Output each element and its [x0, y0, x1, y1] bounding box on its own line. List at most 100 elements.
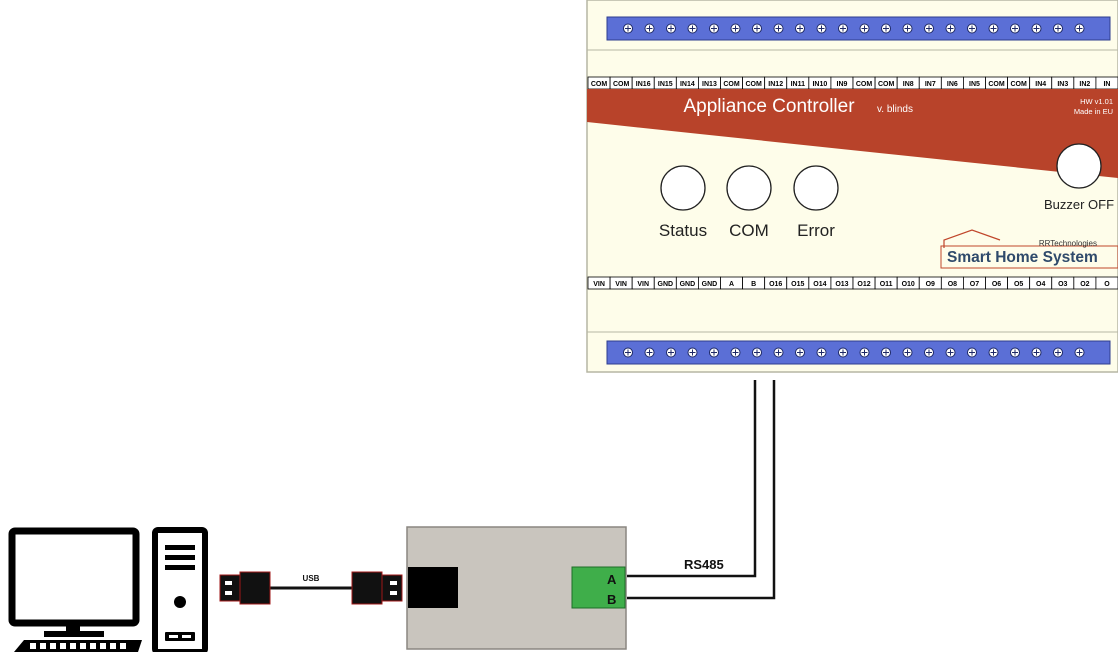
pc-tower-icon	[152, 527, 208, 655]
keyboard-icon	[14, 640, 142, 652]
top-terminal-label-text: IN14	[680, 81, 695, 88]
top-terminal-screw-icon	[687, 23, 698, 34]
brand-company: RRTechnologies	[1039, 239, 1097, 248]
bottom-terminal-screw-icon	[709, 347, 719, 358]
bottom-terminal-screw-icon	[1010, 347, 1020, 358]
bottom-terminal-screws	[623, 347, 1085, 358]
controller-title: Appliance Controller	[683, 96, 855, 117]
top-terminal-screw-icon	[795, 23, 805, 34]
bottom-terminal-label-text: O5	[1014, 281, 1023, 288]
usb-rs485-converter: A B	[406, 526, 627, 650]
top-terminal-label-text: IN3	[1057, 81, 1068, 88]
bottom-terminal-screw-icon	[859, 347, 870, 358]
top-terminal-label-text: IN10	[812, 81, 827, 88]
bottom-terminal-label-text: O11	[880, 281, 893, 288]
top-terminal-screw-icon	[623, 23, 633, 34]
made-in: Made in EU	[1074, 107, 1113, 116]
com-label: COM	[729, 221, 769, 240]
top-terminal-label-text: COM	[591, 81, 608, 88]
bottom-terminal-label-text: O	[1104, 281, 1110, 288]
rs485-label: RS485	[684, 557, 724, 572]
bottom-terminal-screw-icon	[623, 347, 633, 358]
computer	[8, 527, 208, 655]
top-terminal-label-text: IN7	[925, 81, 936, 88]
top-terminal-label-text: IN5	[969, 81, 980, 88]
bottom-terminal-label-text: VIN	[593, 281, 605, 288]
top-terminal-label-text: COM	[1010, 81, 1027, 88]
bottom-terminal-screw-icon	[1074, 347, 1085, 358]
bottom-terminal-screw-icon	[1053, 347, 1063, 358]
bottom-terminal-label-text: O2	[1080, 281, 1089, 288]
error-led	[793, 165, 839, 211]
top-terminal-screw-icon	[902, 23, 913, 34]
top-terminal-screw-icon	[773, 23, 784, 34]
bottom-terminal-screw-icon	[752, 347, 762, 358]
brand-logo: RRTechnologies Smart Home System	[940, 229, 1118, 269]
usb-plug-right-icon	[351, 571, 403, 605]
pin-a-label: A	[607, 572, 617, 587]
top-terminal-screw-icon	[730, 23, 741, 34]
bottom-terminal-screw-icon	[924, 347, 934, 358]
top-terminal-screw-icon	[859, 23, 870, 34]
top-terminal-label-text: COM	[613, 81, 630, 88]
top-terminal-label-text: IN11	[791, 81, 806, 88]
top-terminal-screw-icon	[644, 23, 655, 34]
brand-frame	[940, 245, 1118, 269]
top-terminal-label-text: IN6	[947, 81, 958, 88]
status-label: Status	[659, 221, 707, 240]
bottom-terminal-label-text: O13	[835, 281, 848, 288]
top-terminal-screw-icon	[881, 23, 891, 34]
top-terminal-screw-icon	[967, 23, 977, 34]
top-terminal-screw-icon	[945, 23, 956, 34]
bottom-terminal-label-text: O7	[970, 281, 979, 288]
top-terminal-screw-icon	[1053, 23, 1063, 34]
top-terminal-screw-icon	[1074, 23, 1085, 34]
bottom-terminal-screw-icon	[838, 347, 848, 358]
top-terminal-label-text: IN16	[636, 81, 651, 88]
controller-subtitle: v. blinds	[877, 104, 913, 115]
bottom-terminal-label-text: O6	[992, 281, 1001, 288]
bottom-terminal-screw-icon	[967, 347, 977, 358]
top-terminal-label-text: IN13	[702, 81, 717, 88]
bottom-terminal-strip	[606, 340, 1111, 365]
top-terminal-label-row: COM COM IN16 IN15 IN14 IN13 COM COM IN12 IN11 IN10…	[587, 76, 1118, 90]
bottom-terminal-label-text: A	[729, 281, 734, 288]
buzzer-off-button[interactable]	[1056, 143, 1102, 189]
top-terminal-label-text: COM	[745, 81, 762, 88]
converter-usb-port	[408, 567, 458, 608]
bottom-terminal-label-text: VIN	[637, 281, 649, 288]
bottom-terminal-screw-icon	[795, 347, 805, 358]
wire-b	[627, 380, 776, 600]
top-terminal-label-text: COM	[988, 81, 1005, 88]
bottom-terminal-label-text: GND	[658, 281, 674, 288]
top-terminal-label-text: COM	[878, 81, 895, 88]
top-terminal-label-text: IN12	[768, 81, 783, 88]
bottom-terminal-label-text: O8	[948, 281, 957, 288]
bottom-terminal-screw-icon	[1031, 347, 1042, 358]
bottom-terminal-screw-icon	[687, 347, 698, 358]
bottom-terminal-screw-icon	[988, 347, 999, 358]
brand-product: Smart Home System	[947, 249, 1098, 266]
top-terminal-screw-icon	[666, 23, 676, 34]
buzzer-off-label: Buzzer OFF	[1044, 197, 1114, 212]
bottom-terminal-label-text: O12	[857, 281, 870, 288]
top-terminal-screw-icon	[752, 23, 762, 34]
top-terminal-label-text: COM	[723, 81, 740, 88]
bottom-terminal-screw-icon	[730, 347, 741, 358]
bottom-terminal-screw-icon	[644, 347, 655, 358]
bottom-terminal-label-text: O15	[791, 281, 804, 288]
bottom-terminal-screw-icon	[945, 347, 956, 358]
bottom-terminal-label-text: O14	[813, 281, 826, 288]
bottom-terminal-label-text: O3	[1058, 281, 1067, 288]
bottom-terminal-screw-icon	[666, 347, 676, 358]
top-terminal-screw-icon	[988, 23, 999, 34]
top-terminal-screw-icon	[816, 23, 827, 34]
com-led	[726, 165, 772, 211]
converter-terminal-block	[571, 566, 626, 609]
controller-header-band	[587, 89, 1118, 178]
status-led	[660, 165, 706, 211]
top-terminal-label-text: IN15	[658, 81, 673, 88]
